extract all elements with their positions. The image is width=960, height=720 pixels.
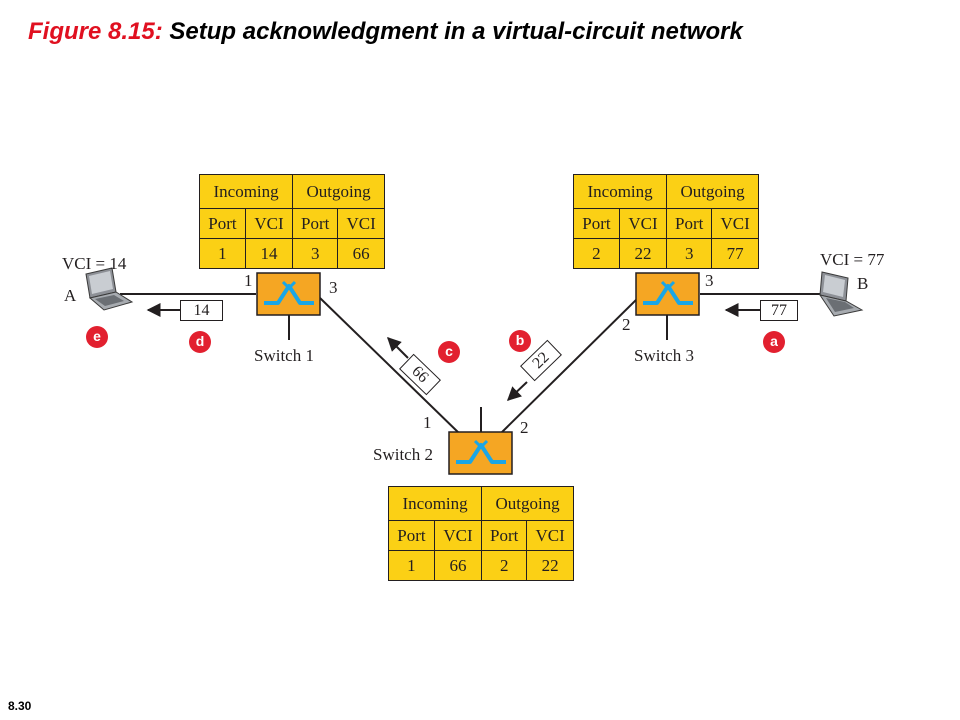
switch-1-port-1: 1 [244,271,253,290]
port-header: Port [481,520,528,551]
outgoing-header: Outgoing [292,174,385,209]
host-b-vci-label: VCI = 77 [820,250,885,269]
figure-caption: Setup acknowledgment in a virtual-circui… [169,18,743,45]
host-a-label: A [64,286,77,305]
in-vci-cell: 66 [433,550,483,581]
packet-a: 77 [760,300,798,321]
out-port-cell: 2 [481,550,528,581]
step-badge-a: a [763,331,785,353]
figure-title: Figure 8.15: Setup acknowledgment in a v… [28,18,743,46]
link-switch1-switch2 [319,297,463,437]
port-header: Port [573,208,620,239]
vci-header: VCI [433,520,483,551]
step-badge-d: d [189,331,211,353]
in-port-cell: 1 [199,238,246,269]
incoming-header: Incoming [198,174,294,209]
slide-number: 8.30 [8,699,32,713]
step-badge-b: b [509,330,531,352]
vci-header: VCI [337,208,385,239]
switch-1-device [256,272,321,316]
laptop-a-icon [85,267,134,311]
switch-3-table: Incoming Outgoing Port VCI Port VCI 2 22… [572,174,759,269]
link-switch2-switch3 [497,299,637,437]
in-port-cell: 2 [573,238,620,269]
port-header: Port [666,208,713,239]
out-vci-cell: 22 [526,550,574,581]
switch-1-label: Switch 1 [254,346,314,365]
outgoing-header: Outgoing [666,174,759,209]
step-badge-c: c [438,341,460,363]
vci-header: VCI [711,208,759,239]
vci-header: VCI [244,208,294,239]
switch-2-port-2: 2 [520,418,529,437]
host-b-label: B [857,274,869,293]
in-port-cell: 1 [388,550,435,581]
in-vci-cell: 14 [244,238,294,269]
out-vci-cell: 66 [337,238,385,269]
host-a-vci-label: VCI = 14 [62,254,127,273]
outgoing-header: Outgoing [481,486,574,521]
switch-3-port-3: 3 [705,271,714,290]
port-header: Port [199,208,246,239]
vci-header: VCI [526,520,574,551]
laptop-b-icon [818,271,864,317]
incoming-header: Incoming [387,486,483,521]
vci-header: VCI [618,208,668,239]
incoming-header: Incoming [572,174,668,209]
switch-3-label: Switch 3 [634,346,694,365]
in-vci-cell: 22 [618,238,668,269]
out-vci-cell: 77 [711,238,759,269]
port-header: Port [388,520,435,551]
switch-3-port-2: 2 [622,315,631,334]
arrow-c [387,337,409,359]
switch-2-port-1: 1 [423,413,432,432]
step-badge-e: e [86,326,108,348]
switch-2-table: Incoming Outgoing Port VCI Port VCI 1 66… [387,486,574,581]
port-header: Port [292,208,339,239]
switch-2-device [448,431,513,475]
packet-d: 14 [180,300,223,321]
figure-number: Figure 8.15: [28,18,163,45]
out-port-cell: 3 [666,238,713,269]
switch-3-device [635,272,700,316]
switch-1-port-3: 3 [329,278,338,297]
arrow-b [506,381,528,401]
switch-1-table: Incoming Outgoing Port VCI Port VCI 1 14… [198,174,385,269]
out-port-cell: 3 [292,238,339,269]
switch-2-label: Switch 2 [373,445,433,464]
